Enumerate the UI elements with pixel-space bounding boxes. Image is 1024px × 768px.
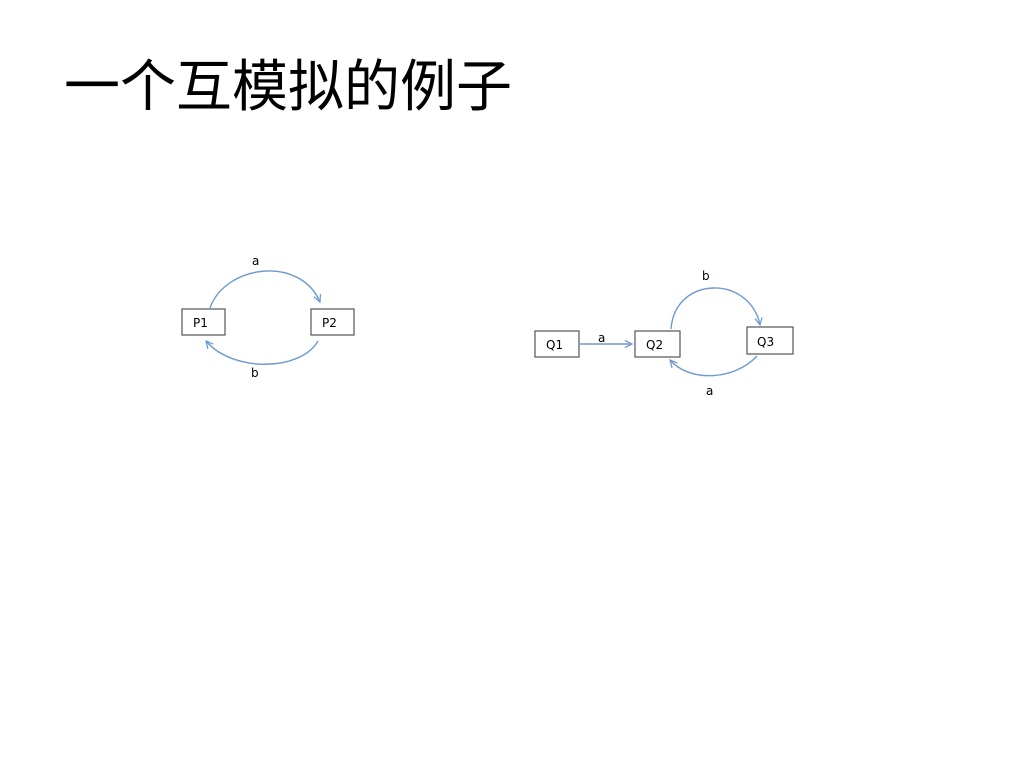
node-q2-label: Q2: [646, 338, 663, 352]
edge-p1-p2: [209, 270, 320, 309]
edge-label-q1-q2: a: [598, 331, 605, 345]
edge-label-p2-p1: b: [251, 366, 259, 380]
node-p1: P1: [181, 308, 226, 336]
edge-label-q3-q2: a: [706, 384, 713, 398]
node-q2: Q2: [634, 330, 681, 358]
edge-q3-q2: [670, 355, 758, 377]
edge-p2-p1: [206, 341, 319, 365]
edge-label-q2-q3: b: [702, 269, 710, 283]
node-p2-box: [310, 308, 355, 336]
node-q2-box: [634, 330, 681, 358]
node-q3: Q3: [746, 326, 794, 355]
node-p1-box: [181, 308, 226, 336]
node-q1-box: [534, 330, 580, 358]
node-q1: Q1: [534, 330, 580, 358]
node-p2-label: P2: [322, 316, 337, 330]
node-p1-label: P1: [193, 316, 208, 330]
edge-label-p1-p2: a: [252, 254, 259, 268]
edge-q2-q3: [670, 287, 760, 330]
node-q1-label: Q1: [546, 338, 563, 352]
slide-title: 一个互模拟的例子: [64, 55, 512, 120]
left-system: a b P1 P2: [181, 254, 355, 380]
node-q3-label: Q3: [757, 335, 774, 349]
node-q3-box: [746, 326, 794, 355]
right-system: a b a Q1 Q2 Q3: [534, 269, 794, 398]
node-p2: P2: [310, 308, 355, 336]
